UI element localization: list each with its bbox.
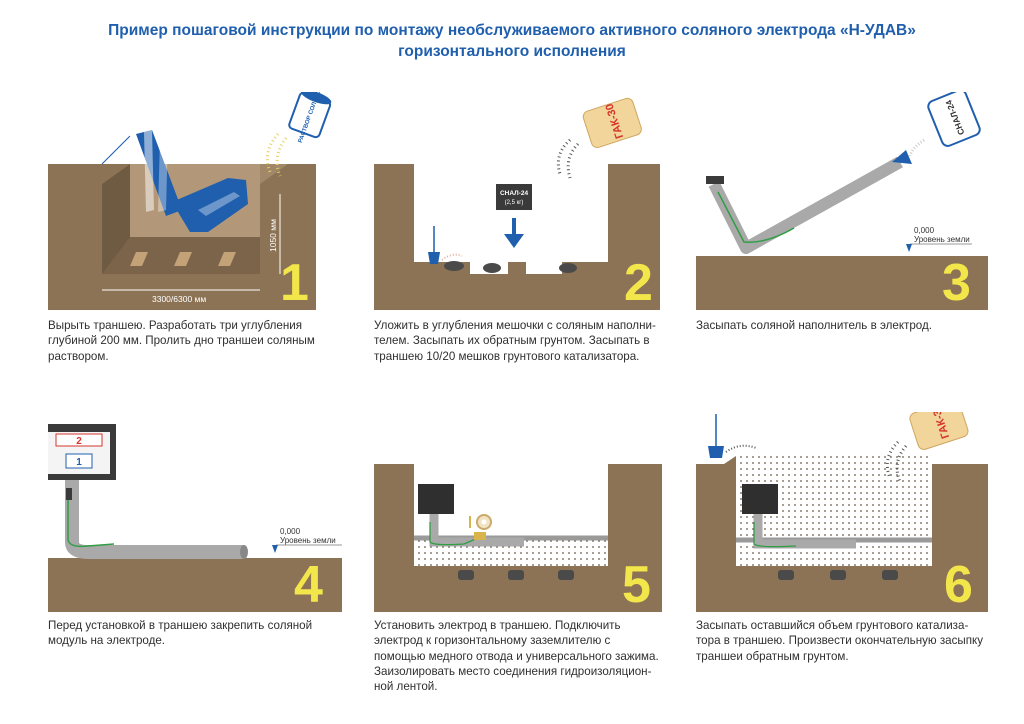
ground-wire bbox=[717, 191, 795, 243]
module-label-bottom: 1 bbox=[76, 457, 82, 468]
svg-text:(2,5 кг): (2,5 кг) bbox=[505, 200, 524, 206]
electrode-pipe bbox=[65, 480, 244, 559]
dim-width-line bbox=[101, 135, 131, 165]
copper-tap bbox=[429, 522, 479, 546]
level-marker-icon bbox=[272, 545, 278, 553]
hollow-1 bbox=[130, 252, 148, 266]
catalyst-sign bbox=[496, 184, 532, 210]
salt-solution-bucket: РАСТВОР СОЛЯНОЙ bbox=[288, 92, 332, 144]
step-2: СНАЛ-24 (2,5 кг) ГАК-30 2 Уложить в углу… bbox=[374, 92, 692, 382]
step-6: ГАК-30 6 Засыпать оставшийся объем грунт… bbox=[696, 412, 1014, 712]
level-marker-icon bbox=[906, 244, 912, 252]
salt-pack-3 bbox=[559, 263, 577, 273]
shovel-icon bbox=[708, 446, 724, 458]
level-label: Уровень земли bbox=[280, 536, 336, 545]
copper-tap bbox=[753, 522, 797, 548]
step-6-illustration: ГАК-30 6 bbox=[696, 412, 988, 614]
step-3-caption: Засыпать соляной наполнитель в электрод. bbox=[696, 319, 932, 332]
gak30-bag: ГАК-30 bbox=[909, 412, 969, 450]
step-6-caption: Засыпать оставшийся объем грунтового кат… bbox=[696, 619, 983, 663]
electrode-cap bbox=[706, 176, 724, 184]
step-number-6: 6 bbox=[944, 556, 973, 614]
step-2-caption: Уложить в углубления мешочки с соляным н… bbox=[374, 319, 656, 363]
step-3: СНАЛ-24 0,000 Уровень земли 3 Засыпать с… bbox=[696, 92, 1014, 382]
step-number-3: 3 bbox=[942, 254, 971, 312]
dim-depth-label: 1050 мм bbox=[268, 219, 278, 252]
universal-clamp bbox=[474, 532, 486, 540]
ground-wire bbox=[67, 492, 115, 548]
step-number-1: 1 bbox=[280, 254, 309, 312]
dim-width-label: 400 мм bbox=[98, 122, 125, 149]
salt-module bbox=[418, 484, 454, 514]
hollow-3 bbox=[218, 252, 236, 266]
step-1: РАСТВОР СОЛЯНОЙ 400 мм 1050 мм 3300/6300… bbox=[48, 92, 366, 382]
page-title: Пример пошаговой инструкции по монтажу н… bbox=[0, 20, 1024, 62]
step-4: 2 1 0,000 Уровень земли 4 Перед установк… bbox=[48, 412, 366, 712]
electrode-pipe bbox=[753, 514, 856, 549]
soil-with-trench bbox=[374, 164, 660, 310]
snal24-bag: СНАЛ-24 bbox=[927, 92, 981, 147]
step-5-caption: Установить электрод в траншею. Подключит… bbox=[374, 619, 659, 694]
step-number-4: 4 bbox=[294, 556, 323, 614]
step-3-illustration: СНАЛ-24 0,000 Уровень земли 3 bbox=[696, 92, 988, 312]
step-5-illustration: 5 bbox=[374, 464, 662, 614]
level-label: Уровень земли bbox=[914, 235, 970, 244]
step-1-caption: Вырыть траншею. Разработать три углублен… bbox=[48, 319, 315, 363]
module-label-top: 2 bbox=[76, 436, 82, 447]
electrode-pipe bbox=[429, 514, 524, 547]
step-number-5: 5 bbox=[622, 556, 651, 614]
step-5: 5 Установить электрод в траншею. Подключ… bbox=[374, 412, 692, 712]
step-number-2: 2 bbox=[624, 254, 653, 312]
title-line-2: горизонтального исполнения bbox=[398, 43, 626, 60]
title-line-1: Пример пошаговой инструкции по монтажу н… bbox=[108, 22, 916, 39]
excavator-bucket bbox=[172, 178, 248, 232]
salt-pack-1 bbox=[444, 261, 464, 271]
step-1-illustration: РАСТВОР СОЛЯНОЙ 400 мм 1050 мм 3300/6300… bbox=[48, 92, 332, 312]
salt-module bbox=[742, 484, 778, 514]
funnel-icon bbox=[892, 150, 912, 164]
soil-with-trench bbox=[374, 464, 662, 612]
level-value: 0,000 bbox=[280, 527, 301, 536]
svg-text:СНАЛ-24: СНАЛ-24 bbox=[500, 190, 529, 197]
dim-length-label: 3300/6300 мм bbox=[152, 294, 206, 304]
arrow-down-icon bbox=[504, 234, 524, 248]
soil-right bbox=[260, 164, 316, 310]
step-2-illustration: СНАЛ-24 (2,5 кг) ГАК-30 2 bbox=[374, 97, 660, 312]
soil-left bbox=[48, 164, 130, 310]
level-value: 0,000 bbox=[914, 226, 935, 235]
gak30-bag: ГАК-30 bbox=[582, 97, 642, 148]
salt-pack-2 bbox=[483, 263, 501, 273]
step-4-caption: Перед установкой в траншею закрепить сол… bbox=[48, 619, 313, 648]
soil-with-trench bbox=[696, 456, 988, 612]
soil bbox=[48, 558, 342, 612]
hollow-2 bbox=[174, 252, 192, 266]
shovel-icon bbox=[428, 252, 440, 264]
step-4-illustration: 2 1 0,000 Уровень земли 4 bbox=[48, 424, 342, 614]
pour-stream bbox=[556, 138, 572, 175]
electrode-pipe bbox=[708, 156, 903, 254]
soil bbox=[696, 256, 988, 310]
